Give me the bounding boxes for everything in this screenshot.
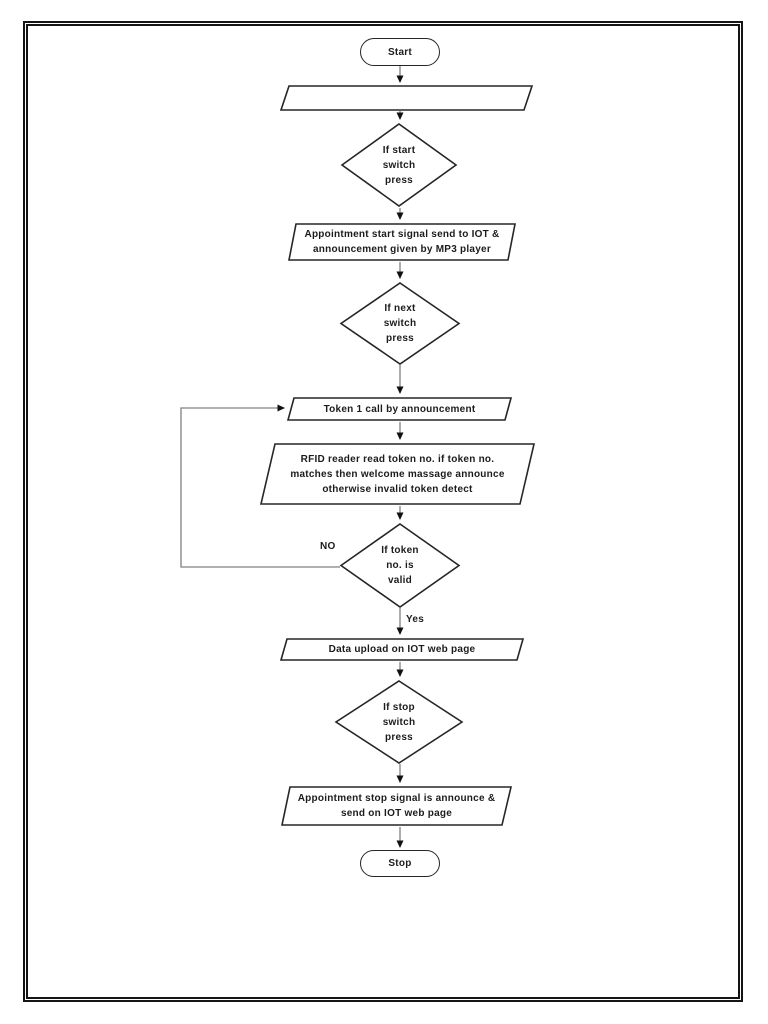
- node-decision-stop-switch: If stop switch press: [334, 680, 464, 764]
- node-data-upload-parallelogram: Data upload on IOT web page: [279, 638, 525, 661]
- node-rfid-read-parallelogram: RFID reader read token no. if token no. …: [259, 443, 536, 505]
- node-stop-terminator: Stop: [360, 850, 440, 877]
- node-decision-next-switch: If next switch press: [339, 282, 461, 365]
- node-start-label: Start: [387, 46, 413, 58]
- node-appointment-stop-parallelogram: Appointment stop signal is announce & se…: [281, 786, 513, 826]
- node-token-call-label: Token 1 call by announcement: [323, 403, 476, 415]
- node-decision-start-switch: If start switch press: [340, 123, 458, 207]
- node-data-upload-label: Data upload on IOT web page: [328, 644, 476, 655]
- edge-label-no: NO: [320, 541, 336, 552]
- node-appointment-start-label: Appointment start signal send to IOT & a…: [304, 229, 500, 255]
- node-blank-input-parallelogram: [279, 85, 534, 111]
- node-start-terminator: Start: [360, 38, 440, 66]
- node-decision-next-switch-label: If next switch press: [383, 303, 417, 344]
- node-decision-token-valid-label: If token no. is valid: [381, 545, 419, 586]
- node-decision-token-valid: If token no. is valid: [339, 523, 461, 608]
- node-decision-stop-switch-label: If stop switch press: [382, 701, 416, 743]
- edge-label-yes: Yes: [406, 614, 425, 625]
- node-rfid-read-label: RFID reader read token no. if token no. …: [290, 453, 505, 495]
- node-stop-label: Stop: [388, 858, 412, 869]
- node-appointment-stop-label: Appointment stop signal is announce & se…: [297, 793, 496, 819]
- node-token-call-parallelogram: Token 1 call by announcement: [286, 397, 513, 421]
- node-decision-start-switch-label: If start switch press: [382, 144, 416, 186]
- node-appointment-start-parallelogram: Appointment start signal send to IOT & a…: [288, 223, 516, 261]
